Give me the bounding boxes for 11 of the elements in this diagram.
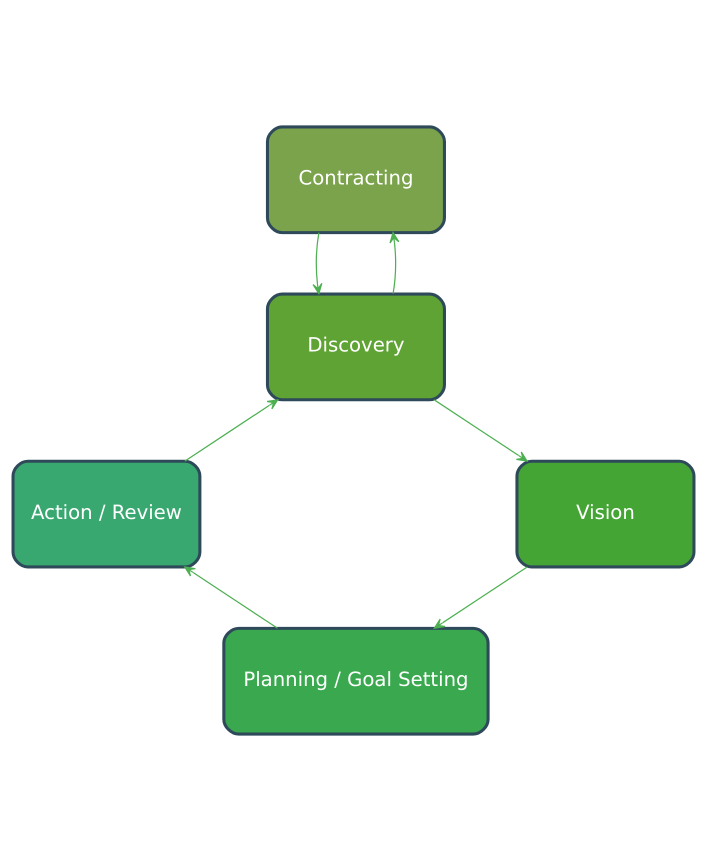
node-box: Action / Review — [12, 460, 202, 568]
node-box: Planning / Goal Setting — [222, 626, 490, 736]
node-box: Discovery — [266, 292, 446, 402]
arrow — [389, 232, 400, 294]
node-box: Contracting — [266, 125, 446, 234]
arrow — [184, 566, 278, 629]
node-box: Vision — [515, 460, 696, 568]
arrow — [184, 399, 278, 462]
arrow — [434, 399, 528, 462]
arrow — [434, 566, 528, 629]
arrow — [312, 232, 322, 294]
